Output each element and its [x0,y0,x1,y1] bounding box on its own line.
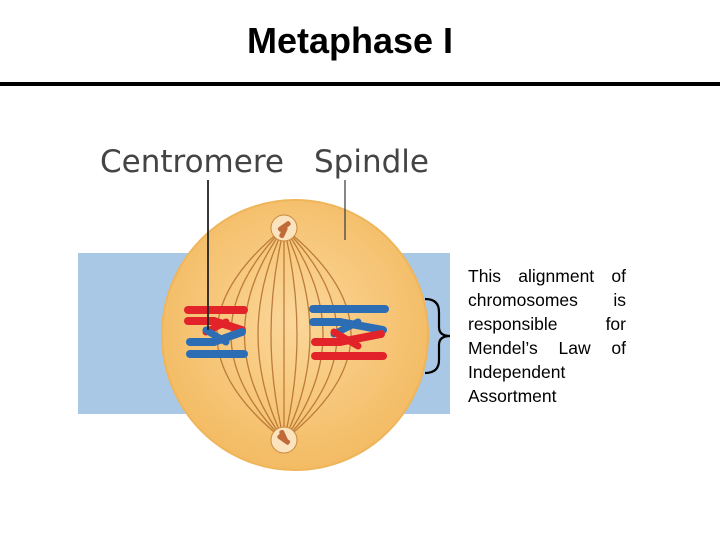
slide-title: Metaphase I [246,20,454,61]
cell-body [161,199,429,471]
curly-brace-icon [424,297,451,375]
spindle-fibers [216,227,352,441]
right-chromosome-pair [309,305,389,360]
centrosome-pole-icon [270,426,298,454]
spindle-label: Spindle [314,144,429,180]
caption-text: This alignment of chromosomes is respons… [468,266,626,406]
left-chromosome-pair [184,306,248,358]
centrosome-pole-icon [270,214,298,242]
title-divider [0,82,720,86]
centromere-label: Centromere [100,144,284,180]
